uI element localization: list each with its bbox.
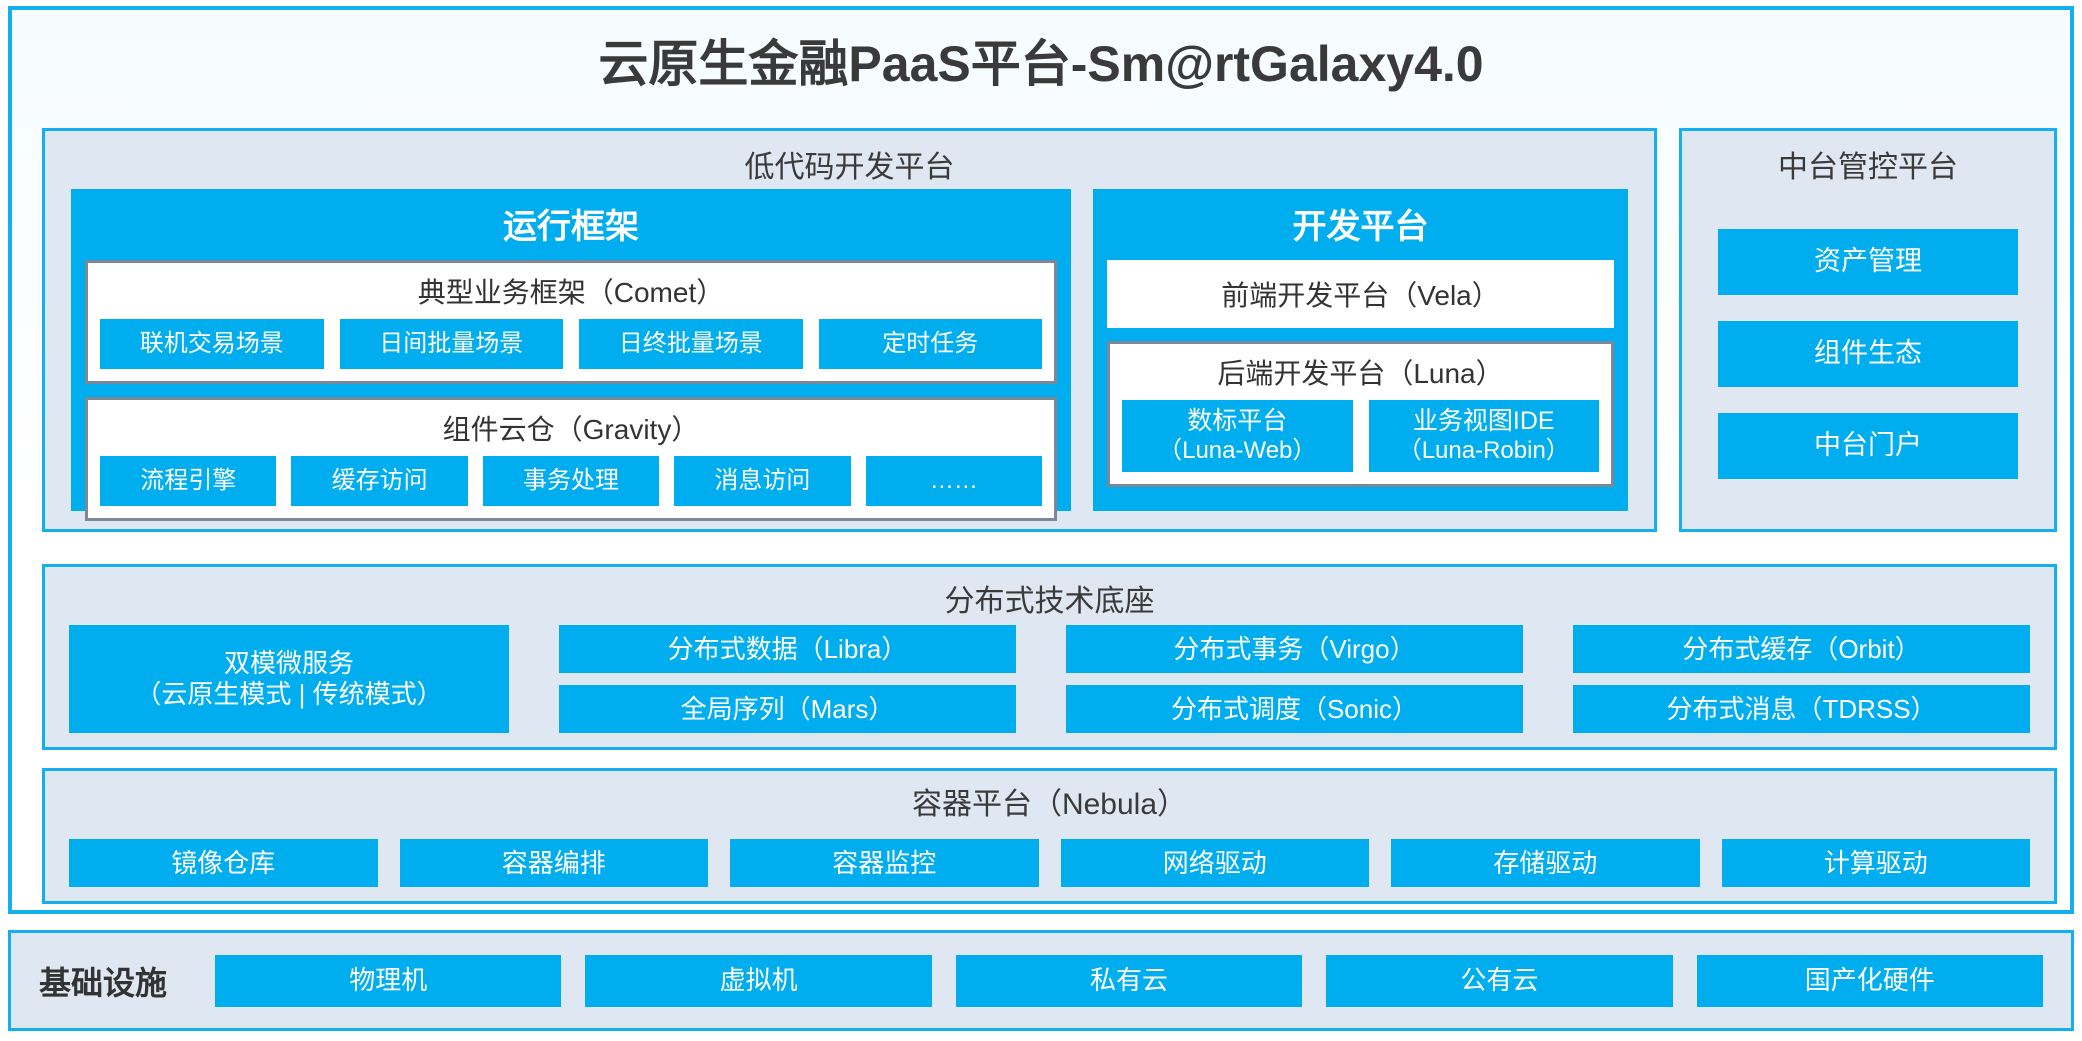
gravity-item-process-engine[interactable]: 流程引擎 — [100, 456, 277, 506]
gravity-item-cache-access[interactable]: 缓存访问 — [291, 456, 468, 506]
page-title: 云原生金融PaaS平台-Sm@rtGalaxy4.0 — [598, 36, 1484, 92]
distributed-item-libra[interactable]: 分布式数据（Libra） — [559, 625, 1016, 673]
luna-item-business-view-ide[interactable]: 业务视图IDE （Luna-Robin） — [1368, 400, 1599, 472]
comet-item-eod-batch[interactable]: 日终批量场景 — [579, 319, 803, 369]
container-item-storage-driver[interactable]: 存储驱动 — [1391, 839, 1700, 887]
midplatform-panel: 中台管控平台 资产管理 组件生态 中台门户 — [1679, 128, 2057, 532]
infrastructure-panel: 基础设施 物理机 虚拟机 私有云 公有云 国产化硬件 — [8, 930, 2074, 1031]
distributed-item-orbit[interactable]: 分布式缓存（Orbit） — [1573, 625, 2030, 673]
luna-web-name: 数标平台 — [1187, 407, 1288, 436]
comet-items-row: 联机交易场景 日间批量场景 日终批量场景 定时任务 — [100, 319, 1042, 369]
lowcode-platform-panel: 低代码开发平台 运行框架 典型业务框架（Comet） 联机交易场景 日间批量场景… — [42, 128, 1657, 532]
distributed-column-1: 分布式数据（Libra） 全局序列（Mars） — [559, 625, 1016, 733]
distributed-item-sonic[interactable]: 分布式调度（Sonic） — [1066, 685, 1523, 733]
gravity-items-row: 流程引擎 缓存访问 事务处理 消息访问 …… — [100, 456, 1043, 506]
distributed-columns: 双模微服务 （云原生模式 | 传统模式） 分布式数据（Libra） 全局序列（M… — [69, 625, 2030, 733]
container-platform-title: 容器平台（Nebula） — [911, 788, 1188, 821]
runtime-framework-title: 运行框架 — [503, 208, 639, 246]
distributed-base-title: 分布式技术底座 — [944, 585, 1155, 618]
comet-item-online-transaction[interactable]: 联机交易场景 — [100, 319, 324, 369]
luna-panel: 后端开发平台（Luna） 数标平台 （Luna-Web） 业务视图IDE （Lu… — [1107, 341, 1614, 487]
container-item-monitoring[interactable]: 容器监控 — [730, 839, 1039, 887]
comet-item-intraday-batch[interactable]: 日间批量场景 — [339, 319, 563, 369]
lowcode-platform-title: 低代码开发平台 — [744, 151, 955, 184]
distributed-item-virgo[interactable]: 分布式事务（Virgo） — [1066, 625, 1523, 673]
distributed-item-dual-mode-microservice[interactable]: 双模微服务 （云原生模式 | 传统模式） — [69, 625, 509, 733]
infrastructure-items-row: 物理机 虚拟机 私有云 公有云 国产化硬件 — [215, 954, 2043, 1007]
distributed-item-tdrss[interactable]: 分布式消息（TDRSS） — [1573, 685, 2030, 733]
gravity-item-more[interactable]: …… — [865, 456, 1043, 506]
vela-frontend-platform-box[interactable]: 前端开发平台（Vela） — [1107, 260, 1614, 328]
midplatform-item-portal[interactable]: 中台门户 — [1718, 412, 2018, 479]
distributed-base-panel: 分布式技术底座 双模微服务 （云原生模式 | 传统模式） 分布式数据（Libra… — [42, 564, 2057, 750]
main-frame: 云原生金融PaaS平台-Sm@rtGalaxy4.0 低代码开发平台 运行框架 … — [8, 6, 2074, 914]
development-platform-group: 开发平台 前端开发平台（Vela） 后端开发平台（Luna） 数标平台 （Lun… — [1093, 189, 1628, 511]
midplatform-item-asset-management[interactable]: 资产管理 — [1718, 228, 2018, 295]
distributed-column-3: 分布式缓存（Orbit） 分布式消息（TDRSS） — [1573, 625, 2030, 733]
infrastructure-item-domestic-hardware[interactable]: 国产化硬件 — [1696, 954, 2043, 1007]
distributed-column-2: 分布式事务（Virgo） 分布式调度（Sonic） — [1066, 625, 1523, 733]
gravity-panel: 组件云仓（Gravity） 流程引擎 缓存访问 事务处理 消息访问 …… — [85, 397, 1057, 521]
gravity-item-transaction-processing[interactable]: 事务处理 — [482, 456, 660, 506]
lowcode-columns: 运行框架 典型业务框架（Comet） 联机交易场景 日间批量场景 日终批量场景 … — [71, 189, 1628, 521]
luna-items-row: 数标平台 （Luna-Web） 业务视图IDE （Luna-Robin） — [1122, 400, 1599, 472]
comet-panel: 典型业务框架（Comet） 联机交易场景 日间批量场景 日终批量场景 定时任务 — [85, 260, 1057, 384]
container-platform-panel: 容器平台（Nebula） 镜像仓库 容器编排 容器监控 网络驱动 存储驱动 计算… — [42, 768, 2057, 904]
gravity-item-message-access[interactable]: 消息访问 — [674, 456, 851, 506]
infrastructure-item-public-cloud[interactable]: 公有云 — [1326, 954, 1673, 1007]
infrastructure-label: 基础设施 — [39, 964, 168, 1001]
comet-title: 典型业务框架（Comet） — [417, 277, 725, 308]
infrastructure-item-physical-machine[interactable]: 物理机 — [215, 954, 562, 1007]
distributed-microservice-column: 双模微服务 （云原生模式 | 传统模式） — [69, 625, 509, 733]
container-item-orchestration[interactable]: 容器编排 — [399, 839, 708, 887]
dual-mode-line1: 双模微服务 — [223, 648, 354, 679]
development-platform-title: 开发平台 — [1292, 208, 1429, 246]
comet-item-scheduled-task[interactable]: 定时任务 — [818, 319, 1042, 369]
luna-title: 后端开发平台（Luna） — [1217, 358, 1504, 389]
midplatform-title: 中台管控平台 — [1778, 151, 1958, 184]
luna-web-code: （Luna-Web） — [1158, 436, 1317, 464]
distributed-item-mars[interactable]: 全局序列（Mars） — [559, 685, 1016, 733]
dual-mode-line2: （云原生模式 | 传统模式） — [135, 679, 443, 709]
container-items-row: 镜像仓库 容器编排 容器监控 网络驱动 存储驱动 计算驱动 — [69, 839, 2030, 887]
gravity-title: 组件云仓（Gravity） — [442, 414, 700, 445]
infrastructure-item-virtual-machine[interactable]: 虚拟机 — [585, 954, 932, 1007]
luna-robin-code: （Luna-Robin） — [1397, 436, 1570, 464]
container-item-network-driver[interactable]: 网络驱动 — [1060, 839, 1369, 887]
luna-item-data-standard-platform[interactable]: 数标平台 （Luna-Web） — [1122, 400, 1353, 472]
midplatform-item-component-ecosystem[interactable]: 组件生态 — [1718, 320, 2018, 387]
luna-robin-name: 业务视图IDE — [1412, 407, 1555, 436]
runtime-framework-group: 运行框架 典型业务框架（Comet） 联机交易场景 日间批量场景 日终批量场景 … — [71, 189, 1071, 521]
midplatform-items: 资产管理 组件生态 中台门户 — [1682, 186, 2054, 529]
container-item-image-registry[interactable]: 镜像仓库 — [69, 839, 378, 887]
infrastructure-item-private-cloud[interactable]: 私有云 — [955, 954, 1303, 1007]
container-item-compute-driver[interactable]: 计算驱动 — [1721, 839, 2030, 887]
